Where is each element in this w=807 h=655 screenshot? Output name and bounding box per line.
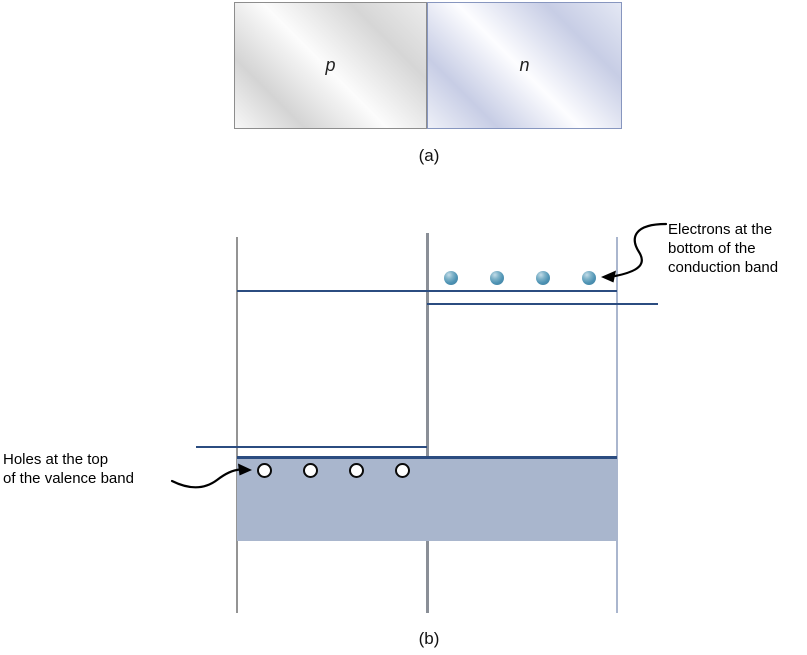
electron-annotation-line: Electrons at the — [668, 221, 773, 238]
n-region-label: n — [519, 55, 530, 75]
hole-dot — [349, 463, 364, 478]
p-region-block: p — [234, 2, 427, 129]
conduction-band-edge-n-side — [427, 303, 658, 305]
hole-annotation-line: of the valence band — [3, 470, 134, 487]
hole-annotation: Holes at the top of the valence band — [3, 450, 183, 488]
electron-dot — [490, 271, 504, 285]
band-diagram-left-boundary — [236, 237, 238, 613]
panel-b-caption: (b) — [418, 629, 440, 648]
n-region-block: n — [427, 2, 622, 129]
hole-dot — [303, 463, 318, 478]
electron-annotation-line: conduction band — [668, 259, 779, 276]
electron-annotation: Electrons at the bottom of the conductio… — [668, 220, 803, 277]
hole-dot — [395, 463, 410, 478]
conduction-band-edge-p-side — [237, 290, 617, 292]
band-diagram-right-boundary — [616, 237, 618, 613]
hole-annotation-line: Holes at the top — [3, 451, 109, 468]
electron-annotation-line: bottom of the — [668, 240, 756, 257]
filled-valence-band — [237, 456, 617, 541]
valence-band-edge-p-side — [196, 446, 427, 448]
hole-dot — [257, 463, 272, 478]
curved-arrow-to-electron-icon — [601, 222, 668, 283]
pn-junction-boundary-line — [426, 233, 429, 613]
electron-dot — [536, 271, 550, 285]
p-region-label: p — [325, 55, 336, 75]
electron-dot — [582, 271, 596, 285]
electron-dot — [444, 271, 458, 285]
panel-a-caption: (a) — [418, 146, 440, 165]
